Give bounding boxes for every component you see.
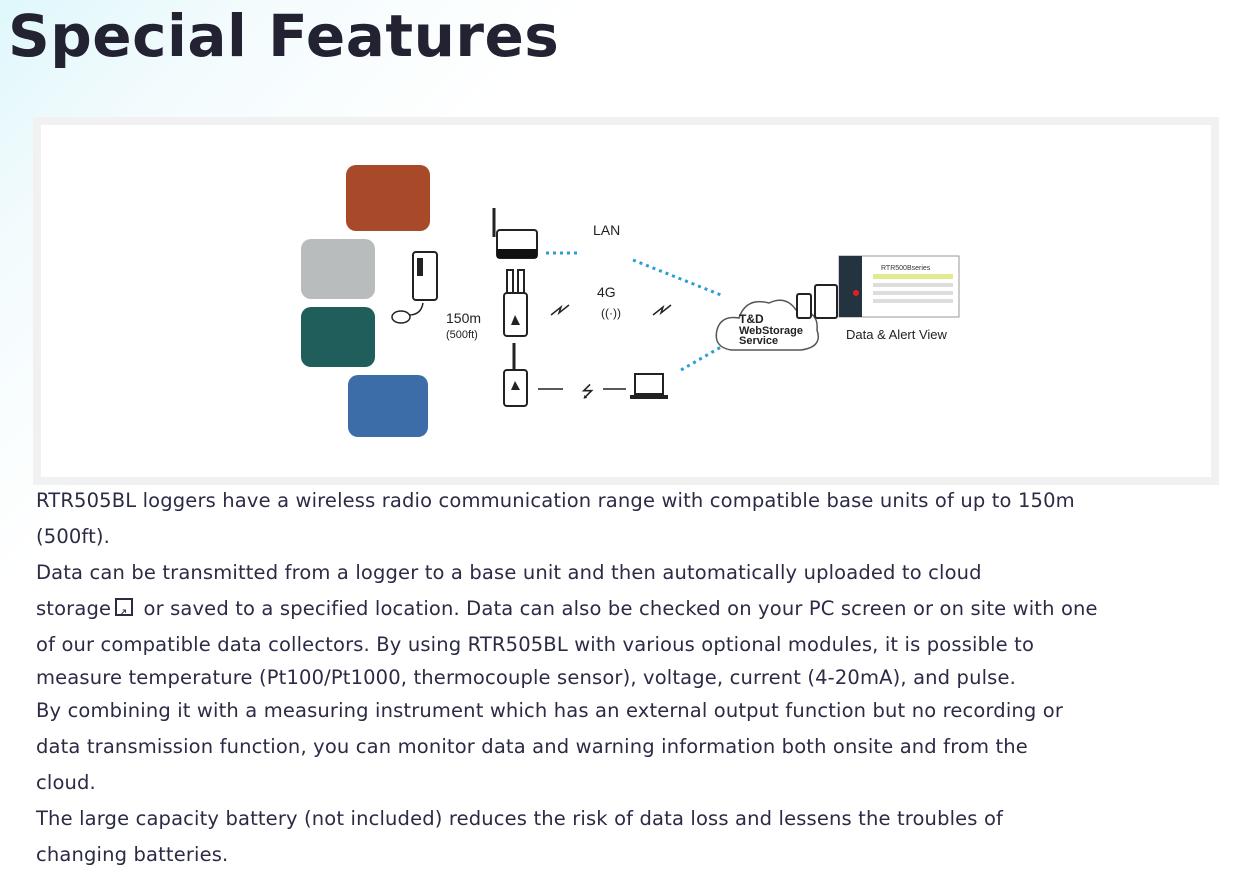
cloud-icon (715, 299, 819, 351)
panel-title: RTR500Bseries (881, 265, 931, 272)
external-link-icon (115, 595, 134, 631)
usb-icon: ⭍ (581, 383, 594, 401)
phone-icon (796, 293, 812, 319)
text-line: The large capacity battery (not included… (36, 807, 1004, 830)
photo-concrete (346, 165, 430, 231)
logger-icon (412, 251, 438, 301)
text-line: Data can be transmitted from a logger to… (36, 561, 982, 584)
alert-view-panel: RTR500Bseries (838, 255, 960, 318)
4g-base-unit-icon (503, 269, 528, 337)
text-line: storage or saved to a specified location… (36, 591, 1236, 631)
text-line: cloud. (36, 771, 96, 794)
text-line: of our compatible data collectors. By us… (36, 633, 1035, 656)
view-title: Data & Alert View (846, 327, 948, 342)
text-line: data transmission function, you can moni… (36, 735, 1028, 758)
tablet-icon (814, 284, 838, 319)
4g-label: 4G (597, 284, 616, 300)
cloud-storage-link[interactable]: cloud (928, 561, 982, 584)
text-line: RTR505BL loggers have a wireless radio c… (36, 489, 1075, 512)
usb-base-unit-icon (503, 343, 528, 407)
laptop-icon (630, 373, 668, 399)
page-title: Special Features (8, 2, 560, 70)
system-diagram: 150m (500ft) LAN 4G ((·)) ⭍ T&D WebStora… (33, 117, 1219, 485)
cloud-label-2: WebStorage (739, 325, 803, 337)
range-label: 150m (446, 310, 481, 326)
photo-circuit (301, 307, 375, 367)
photo-panels (301, 239, 375, 299)
cloud-label-3: Service (739, 335, 778, 347)
lan-base-unit-icon (492, 208, 538, 259)
text-line: (500ft). (36, 525, 111, 548)
cloud-label-1: T&D (739, 312, 764, 326)
cloud-storage-link-cont[interactable]: storage (36, 597, 112, 620)
range-ft-label: (500ft) (446, 329, 478, 341)
lan-label: LAN (593, 222, 620, 238)
antenna-icon: ((·)) (601, 306, 621, 320)
description: RTR505BL loggers have a wireless radio c… (36, 483, 1236, 873)
text-line: measure temperature (Pt100/Pt1000, therm… (36, 666, 1016, 689)
photo-building (348, 375, 428, 437)
text-line: By combining it with a measuring instrum… (36, 699, 1064, 722)
text-line: changing batteries. (36, 843, 229, 866)
